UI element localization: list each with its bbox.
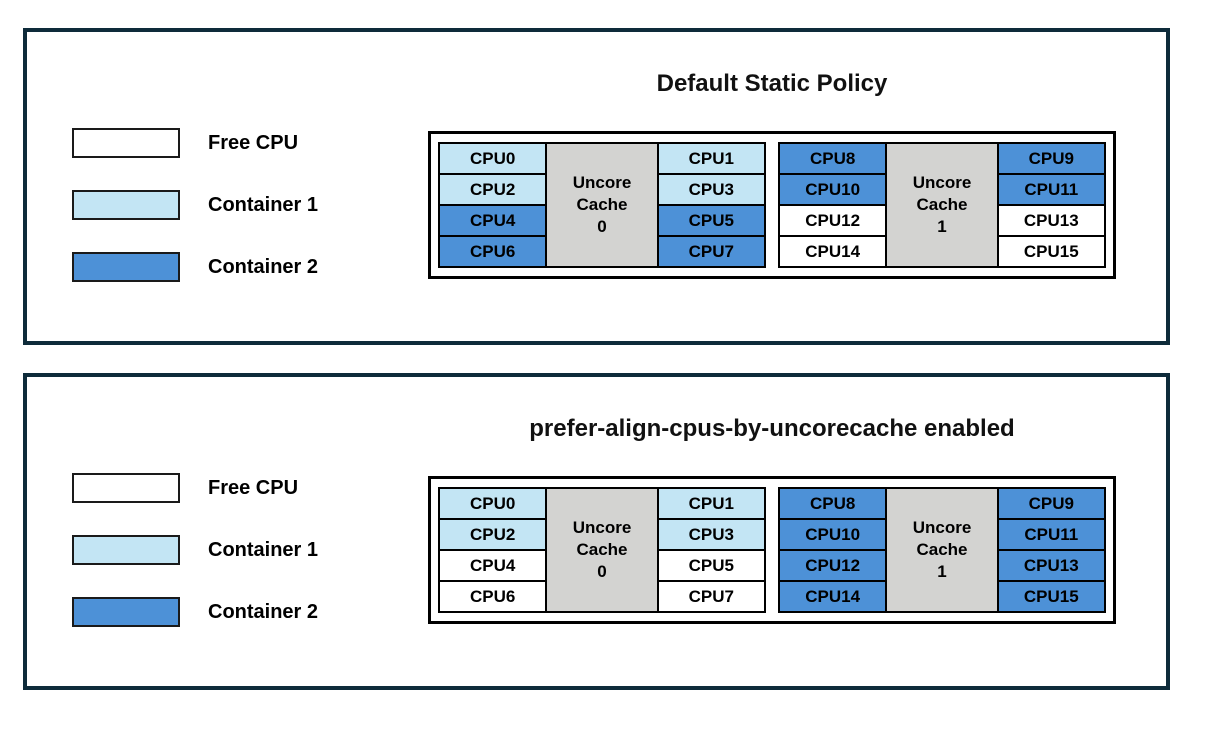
- cpu-column-right: CPU1 CPU3 CPU5 CPU7: [656, 142, 766, 268]
- uncore-cache-block: Uncore Cache 0: [545, 142, 659, 268]
- cpu-cell: CPU13: [996, 549, 1106, 582]
- cpu-column-left: CPU8 CPU10 CPU12 CPU14: [778, 142, 888, 268]
- legend-swatch: [72, 597, 180, 627]
- panel-title: prefer-align-cpus-by-uncorecache enabled: [529, 415, 1015, 442]
- cpu-column-right: CPU1 CPU3 CPU5 CPU7: [656, 487, 766, 613]
- legend-item-container-2: Container 2: [72, 597, 318, 627]
- cpu-column-right: CPU9 CPU11 CPU13 CPU15: [996, 487, 1106, 613]
- legend-item-container-1: Container 1: [72, 190, 318, 220]
- cpu-cell: CPU15: [996, 235, 1106, 268]
- legend-swatch: [72, 535, 180, 565]
- cpu-topology-diagram: CPU0 CPU2 CPU4 CPU6 Uncore Cache 0 CPU1 …: [428, 131, 1116, 279]
- cpu-cell: CPU11: [996, 518, 1106, 551]
- cpu-topology-diagram: CPU0 CPU2 CPU4 CPU6 Uncore Cache 0 CPU1 …: [428, 476, 1116, 624]
- legend-swatch: [72, 473, 180, 503]
- cpu-cell: CPU7: [656, 580, 766, 613]
- cpu-cell: CPU1: [656, 487, 766, 520]
- legend-swatch: [72, 252, 180, 282]
- legend-item-container-1: Container 1: [72, 535, 318, 565]
- uncore-cache-label-line: Cache: [576, 194, 628, 214]
- legend: Free CPU Container 1 Container 2: [72, 128, 318, 282]
- legend-label: Container 1: [208, 538, 319, 561]
- legend-swatch: [72, 190, 180, 220]
- cpu-cell: CPU8: [778, 487, 888, 520]
- cpu-column-left: CPU8 CPU10 CPU12 CPU14: [778, 487, 888, 613]
- cpu-cell: CPU4: [438, 204, 548, 237]
- legend-label: Container 2: [208, 600, 319, 623]
- legend-item-free-cpu: Free CPU: [72, 473, 318, 503]
- uncore-cache-block: Uncore Cache 1: [885, 487, 999, 613]
- cpu-cell: CPU5: [656, 204, 766, 237]
- panel-default-static-policy: Default Static Policy Free CPU Container…: [23, 28, 1170, 345]
- cpu-cell: CPU10: [778, 173, 888, 206]
- uncore-cache-label-line: 1: [937, 217, 947, 237]
- uncore-cache-label-line: Cache: [916, 539, 968, 559]
- uncore-cache-label-line: Uncore: [912, 517, 972, 537]
- cpu-column-left: CPU0 CPU2 CPU4 CPU6: [438, 142, 548, 268]
- legend-item-container-2: Container 2: [72, 252, 318, 282]
- uncore-cache-group-0: CPU0 CPU2 CPU4 CPU6 Uncore Cache 0 CPU1 …: [438, 142, 766, 268]
- uncore-cache-block: Uncore Cache 1: [885, 142, 999, 268]
- legend-label: Free CPU: [208, 476, 299, 499]
- cpu-cell: CPU11: [996, 173, 1106, 206]
- uncore-cache-label-line: Uncore: [572, 172, 632, 192]
- cpu-cell: CPU13: [996, 204, 1106, 237]
- cpu-cell: CPU0: [438, 142, 548, 175]
- uncore-cache-block: Uncore Cache 0: [545, 487, 659, 613]
- cpu-cell: CPU2: [438, 173, 548, 206]
- legend-swatch: [72, 128, 180, 158]
- panel-title: Default Static Policy: [656, 70, 888, 97]
- cpu-cell: CPU9: [996, 487, 1106, 520]
- cpu-cell: CPU8: [778, 142, 888, 175]
- legend-item-free-cpu: Free CPU: [72, 128, 318, 158]
- cpu-cell: CPU12: [778, 549, 888, 582]
- uncore-cache-label-line: Uncore: [572, 517, 632, 537]
- cpu-cell: CPU0: [438, 487, 548, 520]
- cpu-cell: CPU7: [656, 235, 766, 268]
- cpu-cell: CPU6: [438, 235, 548, 268]
- legend-label: Container 2: [208, 255, 319, 278]
- uncore-cache-label-line: 1: [937, 562, 947, 582]
- uncore-cache-group-1: CPU8 CPU10 CPU12 CPU14 Uncore Cache 1 CP…: [778, 142, 1106, 268]
- uncore-cache-label-line: Uncore: [912, 172, 972, 192]
- cpu-column-right: CPU9 CPU11 CPU13 CPU15: [996, 142, 1106, 268]
- uncore-cache-label-line: 0: [597, 217, 607, 237]
- cpu-cell: CPU15: [996, 580, 1106, 613]
- legend-label: Free CPU: [208, 131, 299, 154]
- legend: Free CPU Container 1 Container 2: [72, 473, 318, 627]
- cpu-cell: CPU14: [778, 580, 888, 613]
- cpu-cell: CPU12: [778, 204, 888, 237]
- cpu-cell: CPU14: [778, 235, 888, 268]
- uncore-cache-label-line: Cache: [916, 194, 968, 214]
- cpu-cell: CPU3: [656, 173, 766, 206]
- panel-prefer-align-uncorecache: prefer-align-cpus-by-uncorecache enabled…: [23, 373, 1170, 690]
- legend-label: Container 1: [208, 193, 319, 216]
- uncore-cache-label-line: Cache: [576, 539, 628, 559]
- cpu-cell: CPU9: [996, 142, 1106, 175]
- cpu-column-left: CPU0 CPU2 CPU4 CPU6: [438, 487, 548, 613]
- uncore-cache-label-line: 0: [597, 562, 607, 582]
- cpu-cell: CPU4: [438, 549, 548, 582]
- cpu-cell: CPU3: [656, 518, 766, 551]
- cpu-cell: CPU10: [778, 518, 888, 551]
- uncore-cache-group-0: CPU0 CPU2 CPU4 CPU6 Uncore Cache 0 CPU1 …: [438, 487, 766, 613]
- uncore-cache-group-1: CPU8 CPU10 CPU12 CPU14 Uncore Cache 1 CP…: [778, 487, 1106, 613]
- cpu-cell: CPU1: [656, 142, 766, 175]
- cpu-cell: CPU6: [438, 580, 548, 613]
- cpu-cell: CPU2: [438, 518, 548, 551]
- cpu-cell: CPU5: [656, 549, 766, 582]
